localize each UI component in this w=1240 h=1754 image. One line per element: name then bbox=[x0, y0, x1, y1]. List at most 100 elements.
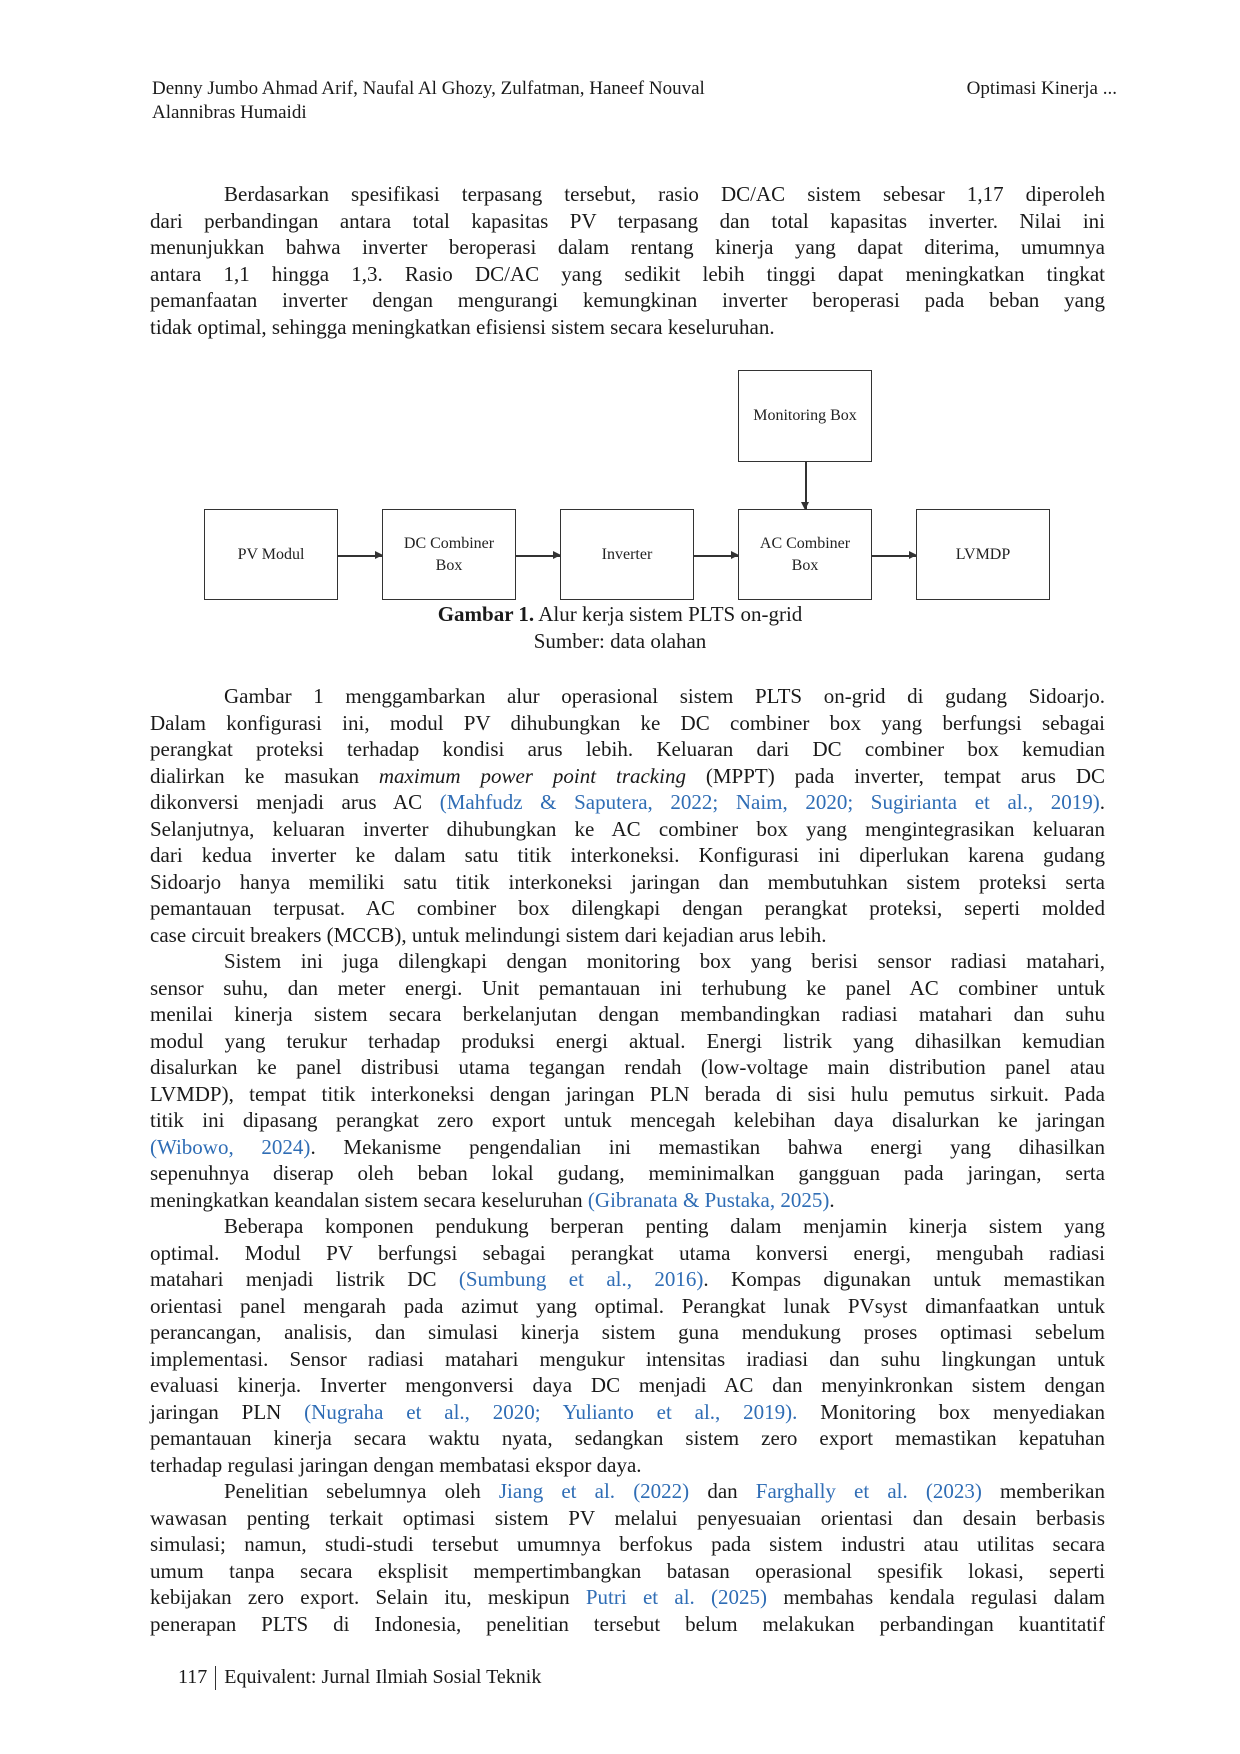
text-segment: optimal. Modul PV berfungsi sebagai pera… bbox=[150, 1240, 1105, 1265]
text-line: antara 1,1 hingga 1,3. Rasio DC/AC yang … bbox=[150, 261, 1105, 288]
text-segment: Penelitian sebelumnya oleh bbox=[224, 1479, 499, 1503]
text-segment: (MPPT) pada inverter, tempat arus DC bbox=[685, 763, 1106, 788]
text-segment: sensor suhu, dan meter energi. Unit pema… bbox=[150, 975, 1105, 1000]
text-segment: Sistem ini juga dilengkapi dengan monito… bbox=[224, 949, 1105, 973]
text-segment: Sidoarjo hanya memiliki satu titik inter… bbox=[150, 869, 1105, 894]
text-segment: simulasi; namun, studi-studi tersebut um… bbox=[150, 1532, 1105, 1556]
box-label: LVMDP bbox=[955, 545, 1011, 563]
citation-link[interactable]: Jiang et al. (2022) bbox=[498, 1479, 690, 1503]
text-segment: evaluasi kinerja. Inverter mengonversi d… bbox=[150, 1373, 1105, 1397]
citation-link[interactable]: (Sumbung et al., 2016) bbox=[458, 1267, 704, 1291]
citation-link[interactable]: (Gibranata & Pustaka, 2025) bbox=[587, 1187, 830, 1212]
text-segment: modul yang terukur terhadap produksi ene… bbox=[150, 1028, 1105, 1053]
text-segment: wawasan penting terkait optimasi sistem … bbox=[150, 1505, 1105, 1530]
text-line: penerapan PLTS di Indonesia, penelitian … bbox=[150, 1611, 1105, 1638]
text-segment: menunjukkan bahwa inverter beroperasi da… bbox=[150, 235, 1105, 259]
arrow-pv-to-dc bbox=[338, 552, 383, 558]
figure-source: Sumber: data olahan bbox=[533, 629, 707, 653]
text-segment: orientasi panel mengarah pada azimut yan… bbox=[150, 1293, 1105, 1318]
text-line: umum tanpa secara eksplisit mempertimban… bbox=[150, 1558, 1105, 1585]
text-segment: dari kedua inverter ke dalam satu titik … bbox=[150, 843, 1105, 867]
journal-name: Equivalent: Jurnal Ilmiah Sosial Teknik bbox=[224, 1666, 542, 1688]
caption-text: Alur kerja sistem PLTS on-grid bbox=[534, 602, 803, 626]
text-segment: . bbox=[829, 1187, 835, 1212]
box-label: Monitoring Box bbox=[753, 407, 857, 424]
text-segment: penerapan PLTS di Indonesia, penelitian … bbox=[150, 1611, 1105, 1636]
text-line: tidak optimal, sehingga meningkatkan efi… bbox=[150, 314, 1105, 341]
text-segment: . Kompas digunakan untuk memastikan bbox=[703, 1267, 1106, 1291]
citation-link[interactable]: (Mahfudz & Saputera, 2022; Naim, 2020; S… bbox=[439, 790, 1100, 814]
text-segment: dikonversi menjadi arus AC bbox=[150, 790, 440, 814]
text-line: dari kedua inverter ke dalam satu titik … bbox=[150, 842, 1105, 869]
text-line: case circuit breakers (MCCB), untuk meli… bbox=[150, 922, 1105, 949]
running-title: Optimasi Kinerja ... bbox=[966, 78, 1117, 99]
text-segment: Monitoring box menyediakan bbox=[797, 1399, 1106, 1424]
box-label: PV Modul bbox=[237, 545, 305, 563]
text-segment: case circuit breakers (MCCB), untuk meli… bbox=[150, 922, 827, 947]
paragraph-5: Penelitian sebelumnya oleh Jiang et al. … bbox=[150, 1478, 1105, 1637]
text-segment: dari perbandingan antara total kapasitas… bbox=[150, 208, 1105, 233]
text-line: matahari menjadi listrik DC (Sumbung et … bbox=[150, 1266, 1105, 1293]
text-segment: matahari menjadi listrik DC bbox=[150, 1267, 459, 1291]
arrow-inverter-to-ac bbox=[694, 552, 739, 558]
footer-divider bbox=[215, 1666, 217, 1691]
text-line: Gambar 1 menggambarkan alur operasional … bbox=[150, 683, 1105, 710]
text-segment: kebijakan zero export. Selain itu, meski… bbox=[150, 1585, 586, 1609]
text-line: jaringan PLN (Nugraha et al., 2020; Yuli… bbox=[150, 1399, 1105, 1426]
text-segment: memberikan bbox=[981, 1479, 1105, 1503]
text-line: perancangan, analisis, dan simulasi kine… bbox=[150, 1319, 1105, 1346]
authors-line-1: Denny Jumbo Ahmad Arif, Naufal Al Ghozy,… bbox=[152, 78, 705, 99]
citation-link[interactable]: Farghally et al. (2023) bbox=[755, 1479, 982, 1503]
citation-link[interactable]: (Wibowo, 2024) bbox=[150, 1134, 311, 1159]
text-line: Beberapa komponen pendukung berperan pen… bbox=[150, 1213, 1105, 1240]
text-line: dikonversi menjadi arus AC (Mahfudz & Sa… bbox=[150, 789, 1105, 816]
arrow-dc-to-inverter bbox=[516, 552, 561, 558]
running-header-authors: Denny Jumbo Ahmad Arif, Naufal Al Ghozy,… bbox=[152, 77, 705, 125]
text-line: titik ini dipasang perangkat zero export… bbox=[150, 1107, 1105, 1134]
text-segment: Dalam konfigurasi ini, modul PV dihubung… bbox=[150, 710, 1105, 735]
text-segment: Selanjutnya, keluaran inverter dihubungk… bbox=[150, 816, 1105, 841]
paragraph-1: Berdasarkan spesifikasi terpasang terseb… bbox=[150, 181, 1105, 340]
text-line: sensor suhu, dan meter energi. Unit pema… bbox=[150, 975, 1105, 1002]
text-line: pemantauan terpusat. AC combiner box dil… bbox=[150, 895, 1105, 922]
text-segment: jaringan PLN bbox=[150, 1399, 305, 1424]
text-segment: perancangan, analisis, dan simulasi kine… bbox=[150, 1320, 1105, 1344]
text-segment: titik ini dipasang perangkat zero export… bbox=[150, 1108, 1105, 1132]
text-segment: membahas kendala regulasi dalam bbox=[767, 1585, 1106, 1609]
text-line: terhadap regulasi jaringan dengan membat… bbox=[150, 1452, 1105, 1479]
text-line: menunjukkan bahwa inverter beroperasi da… bbox=[150, 234, 1105, 261]
text-line: Sidoarjo hanya memiliki satu titik inter… bbox=[150, 869, 1105, 896]
text-line: simulasi; namun, studi-studi tersebut um… bbox=[150, 1531, 1105, 1558]
citation-link[interactable]: Putri et al. (2025) bbox=[585, 1585, 768, 1609]
text-segment: perangkat proteksi terhadap kondisi arus… bbox=[150, 737, 1105, 761]
text-line: Dalam konfigurasi ini, modul PV dihubung… bbox=[150, 710, 1105, 737]
text-segment: umum tanpa secara eksplisit mempertimban… bbox=[150, 1558, 1105, 1583]
text-line: dialirkan ke masukan maximum power point… bbox=[150, 763, 1105, 790]
text-line: perangkat proteksi terhadap kondisi arus… bbox=[150, 736, 1105, 763]
text-segment: Beberapa komponen pendukung berperan pen… bbox=[224, 1214, 1105, 1238]
box-label: Inverter bbox=[601, 545, 653, 563]
paragraph-3: Sistem ini juga dilengkapi dengan monito… bbox=[150, 948, 1105, 1213]
text-segment: . bbox=[1099, 790, 1105, 814]
arrow-monitoring-to-ac bbox=[802, 462, 808, 510]
text-segment: Gambar 1 menggambarkan alur operasional … bbox=[224, 684, 1105, 708]
text-segment: pemantauan terpusat. AC combiner box dil… bbox=[150, 896, 1105, 920]
citation-link[interactable]: (Nugraha et al., 2020; Yulianto et al., … bbox=[304, 1399, 798, 1424]
text-line: orientasi panel mengarah pada azimut yan… bbox=[150, 1293, 1105, 1320]
text-line: optimal. Modul PV berfungsi sebagai pera… bbox=[150, 1240, 1105, 1267]
text-segment: pemantauan kinerja secara waktu nyata, s… bbox=[150, 1426, 1105, 1450]
text-segment: implementasi. Sensor radiasi matahari me… bbox=[150, 1346, 1105, 1371]
text-segment: dan bbox=[689, 1479, 756, 1503]
text-segment: tidak optimal, sehingga meningkatkan efi… bbox=[150, 314, 775, 339]
text-segment: meningkatkan keandalan sistem secara kes… bbox=[150, 1187, 588, 1212]
text-line: (Wibowo, 2024). Mekanisme pengendalian i… bbox=[150, 1134, 1105, 1161]
paragraph-4: Beberapa komponen pendukung berperan pen… bbox=[150, 1213, 1105, 1478]
text-line: modul yang terukur terhadap produksi ene… bbox=[150, 1028, 1105, 1055]
caption-label: Gambar 1. bbox=[437, 602, 535, 626]
text-line: wawasan penting terkait optimasi sistem … bbox=[150, 1505, 1105, 1532]
page-number: 117 bbox=[178, 1666, 208, 1688]
text-line: pemanfaatan inverter dengan mengurangi k… bbox=[150, 287, 1105, 314]
text-line: sepenuhnya diserap oleh beban lokal guda… bbox=[150, 1160, 1105, 1187]
